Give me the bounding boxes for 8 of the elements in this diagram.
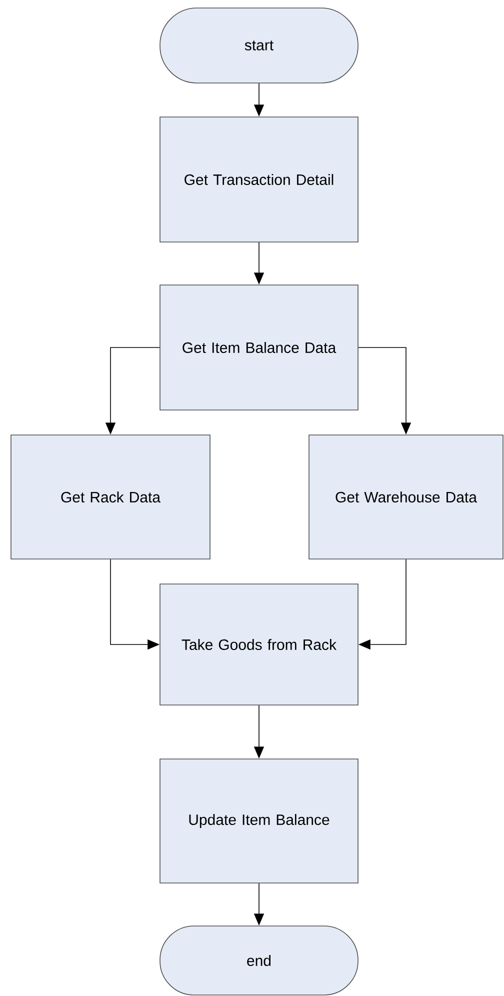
process-box: Get Item Balance Data [160, 284, 358, 410]
process-box: Get Rack Data [10, 434, 210, 560]
terminal-pill: start [160, 8, 358, 84]
process-box: Take Goods from Rack [160, 584, 358, 706]
process-box: Update Item Balance [160, 758, 358, 884]
process-box: Get Transaction Detail [160, 116, 358, 242]
process-box: Get Warehouse Data [308, 434, 504, 560]
terminal-pill: end [160, 926, 358, 996]
